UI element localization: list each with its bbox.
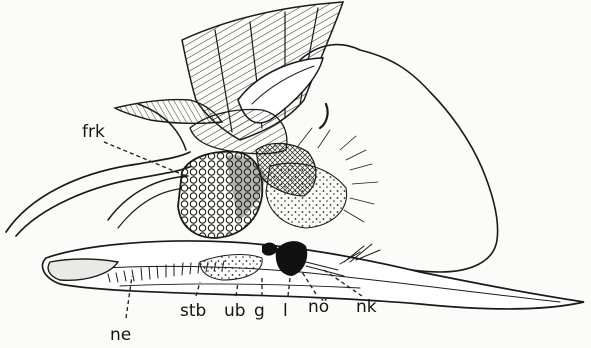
label-frk: frk <box>82 122 105 142</box>
cellular-mass <box>178 152 266 238</box>
label-stb: stb <box>180 301 206 321</box>
stippled-region <box>266 104 378 228</box>
label-nk: nk <box>356 297 377 317</box>
label-g: g <box>254 301 265 321</box>
label-no: nö <box>308 297 329 317</box>
label-ub: ub <box>224 301 246 321</box>
label-l: l <box>283 301 288 321</box>
body-outline <box>300 45 498 272</box>
label-ne: ne <box>110 325 131 345</box>
